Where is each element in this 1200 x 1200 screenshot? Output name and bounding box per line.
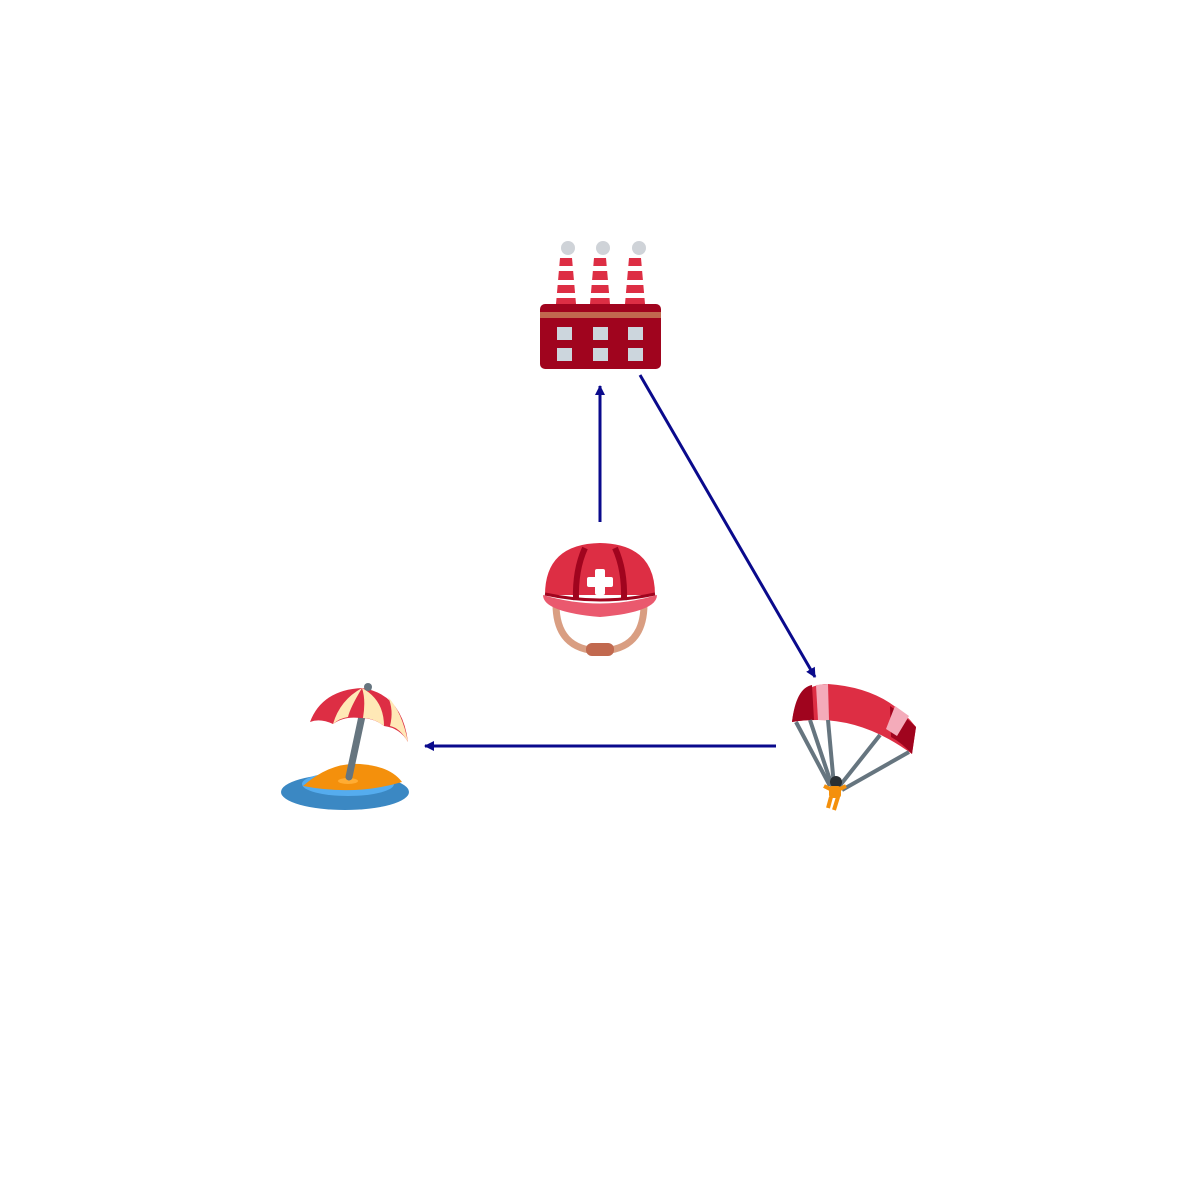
- parachute-icon: [792, 684, 916, 811]
- edge-factory-to-parachute: [638, 374, 817, 678]
- edges: [424, 374, 817, 751]
- desert-island-icon: [281, 683, 409, 810]
- factory-icon: [540, 241, 661, 369]
- rescue-worker-helmet-icon: [543, 543, 657, 656]
